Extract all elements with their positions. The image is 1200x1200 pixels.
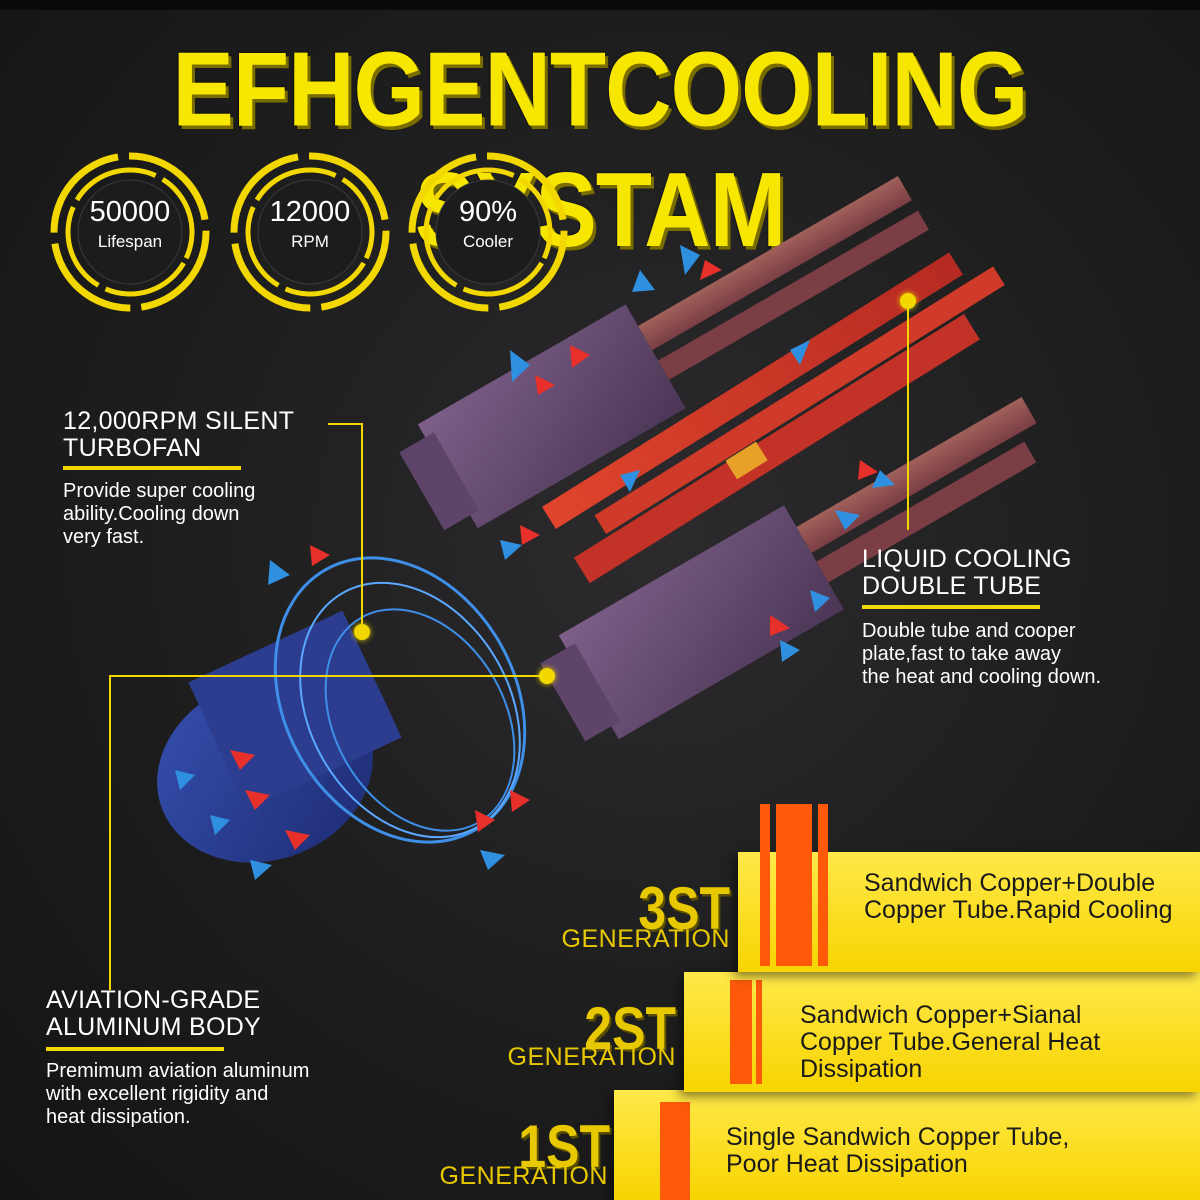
callout-title-liquid: LIQUID COOLING DOUBLE TUBE [862, 545, 1072, 600]
generation-block-3rd: Sandwich Copper+Double Copper Tube.Rapid… [738, 852, 1200, 972]
hotspot-aluminum-body [539, 668, 555, 684]
generation-label: GENERATION [561, 925, 730, 953]
generation-number: 1ST [518, 1113, 610, 1181]
callout-desc-turbofan: Provide super cooling ability.Cooling do… [63, 480, 256, 548]
airflow-arrows-red [230, 260, 878, 850]
copper-strip [756, 980, 762, 1084]
generation-desc: Sandwich Copper+Double Copper Tube.Rapid… [864, 869, 1173, 924]
generation-block-2nd: Sandwich Copper+Sianal Copper Tube.Gener… [684, 972, 1200, 1092]
ring-icon [50, 152, 210, 312]
badge-value: 90% [458, 196, 518, 228]
hotspot-liquid-tube [900, 293, 916, 309]
callout-desc-aluminum: Premimum aviation aluminum with excellen… [46, 1060, 310, 1128]
generation-desc: Single Sandwich Copper Tube, Poor Heat D… [726, 1123, 1070, 1178]
copper-strip [776, 804, 812, 966]
generation-block-1st: Single Sandwich Copper Tube, Poor Heat D… [614, 1090, 1200, 1200]
callout-desc-liquid: Double tube and cooper plate,fast to tak… [862, 620, 1102, 688]
badge-lifespan: 50000 Lifespan [48, 150, 212, 314]
badge-label: Lifespan [97, 232, 163, 251]
generation-label: GENERATION [507, 1043, 676, 1071]
callout-title-aluminum: AVIATION-GRADE ALUMINUM BODY [46, 986, 262, 1041]
badge-value: 12000 [269, 196, 351, 228]
lower-heatsink [540, 397, 1037, 742]
copper-tubes [542, 252, 1005, 584]
copper-strip [760, 804, 770, 966]
generation-desc: Sandwich Copper+Sianal Copper Tube.Gener… [800, 1001, 1101, 1083]
underline [63, 466, 241, 470]
generation-number: 3ST [638, 875, 730, 943]
upper-heatsink [399, 176, 929, 531]
ring-icon [230, 152, 390, 312]
badge-value: 50000 [89, 196, 171, 228]
underline [46, 1047, 224, 1051]
underline [862, 605, 1040, 609]
badge-rpm: 12000 RPM [228, 150, 392, 314]
badge-label: RPM [291, 232, 329, 251]
page-title: EFHGENTCOOLING SYSTAM [172, 31, 1029, 270]
top-border [0, 0, 1200, 10]
copper-strip [730, 980, 752, 1084]
copper-strip [660, 1102, 690, 1200]
callout-title-turbofan: 12,000RPM SILENT TURBOFAN [63, 407, 295, 462]
generation-label: GENERATION [439, 1162, 608, 1190]
airflow-arrows-blue [175, 245, 895, 880]
badge-label: Cooler [462, 232, 514, 251]
copper-strip [818, 804, 828, 966]
badge-cooler: 90% Cooler [406, 150, 570, 314]
hotspot-turbofan [354, 624, 370, 640]
ring-icon [408, 152, 568, 312]
generation-number: 2ST [584, 995, 676, 1063]
